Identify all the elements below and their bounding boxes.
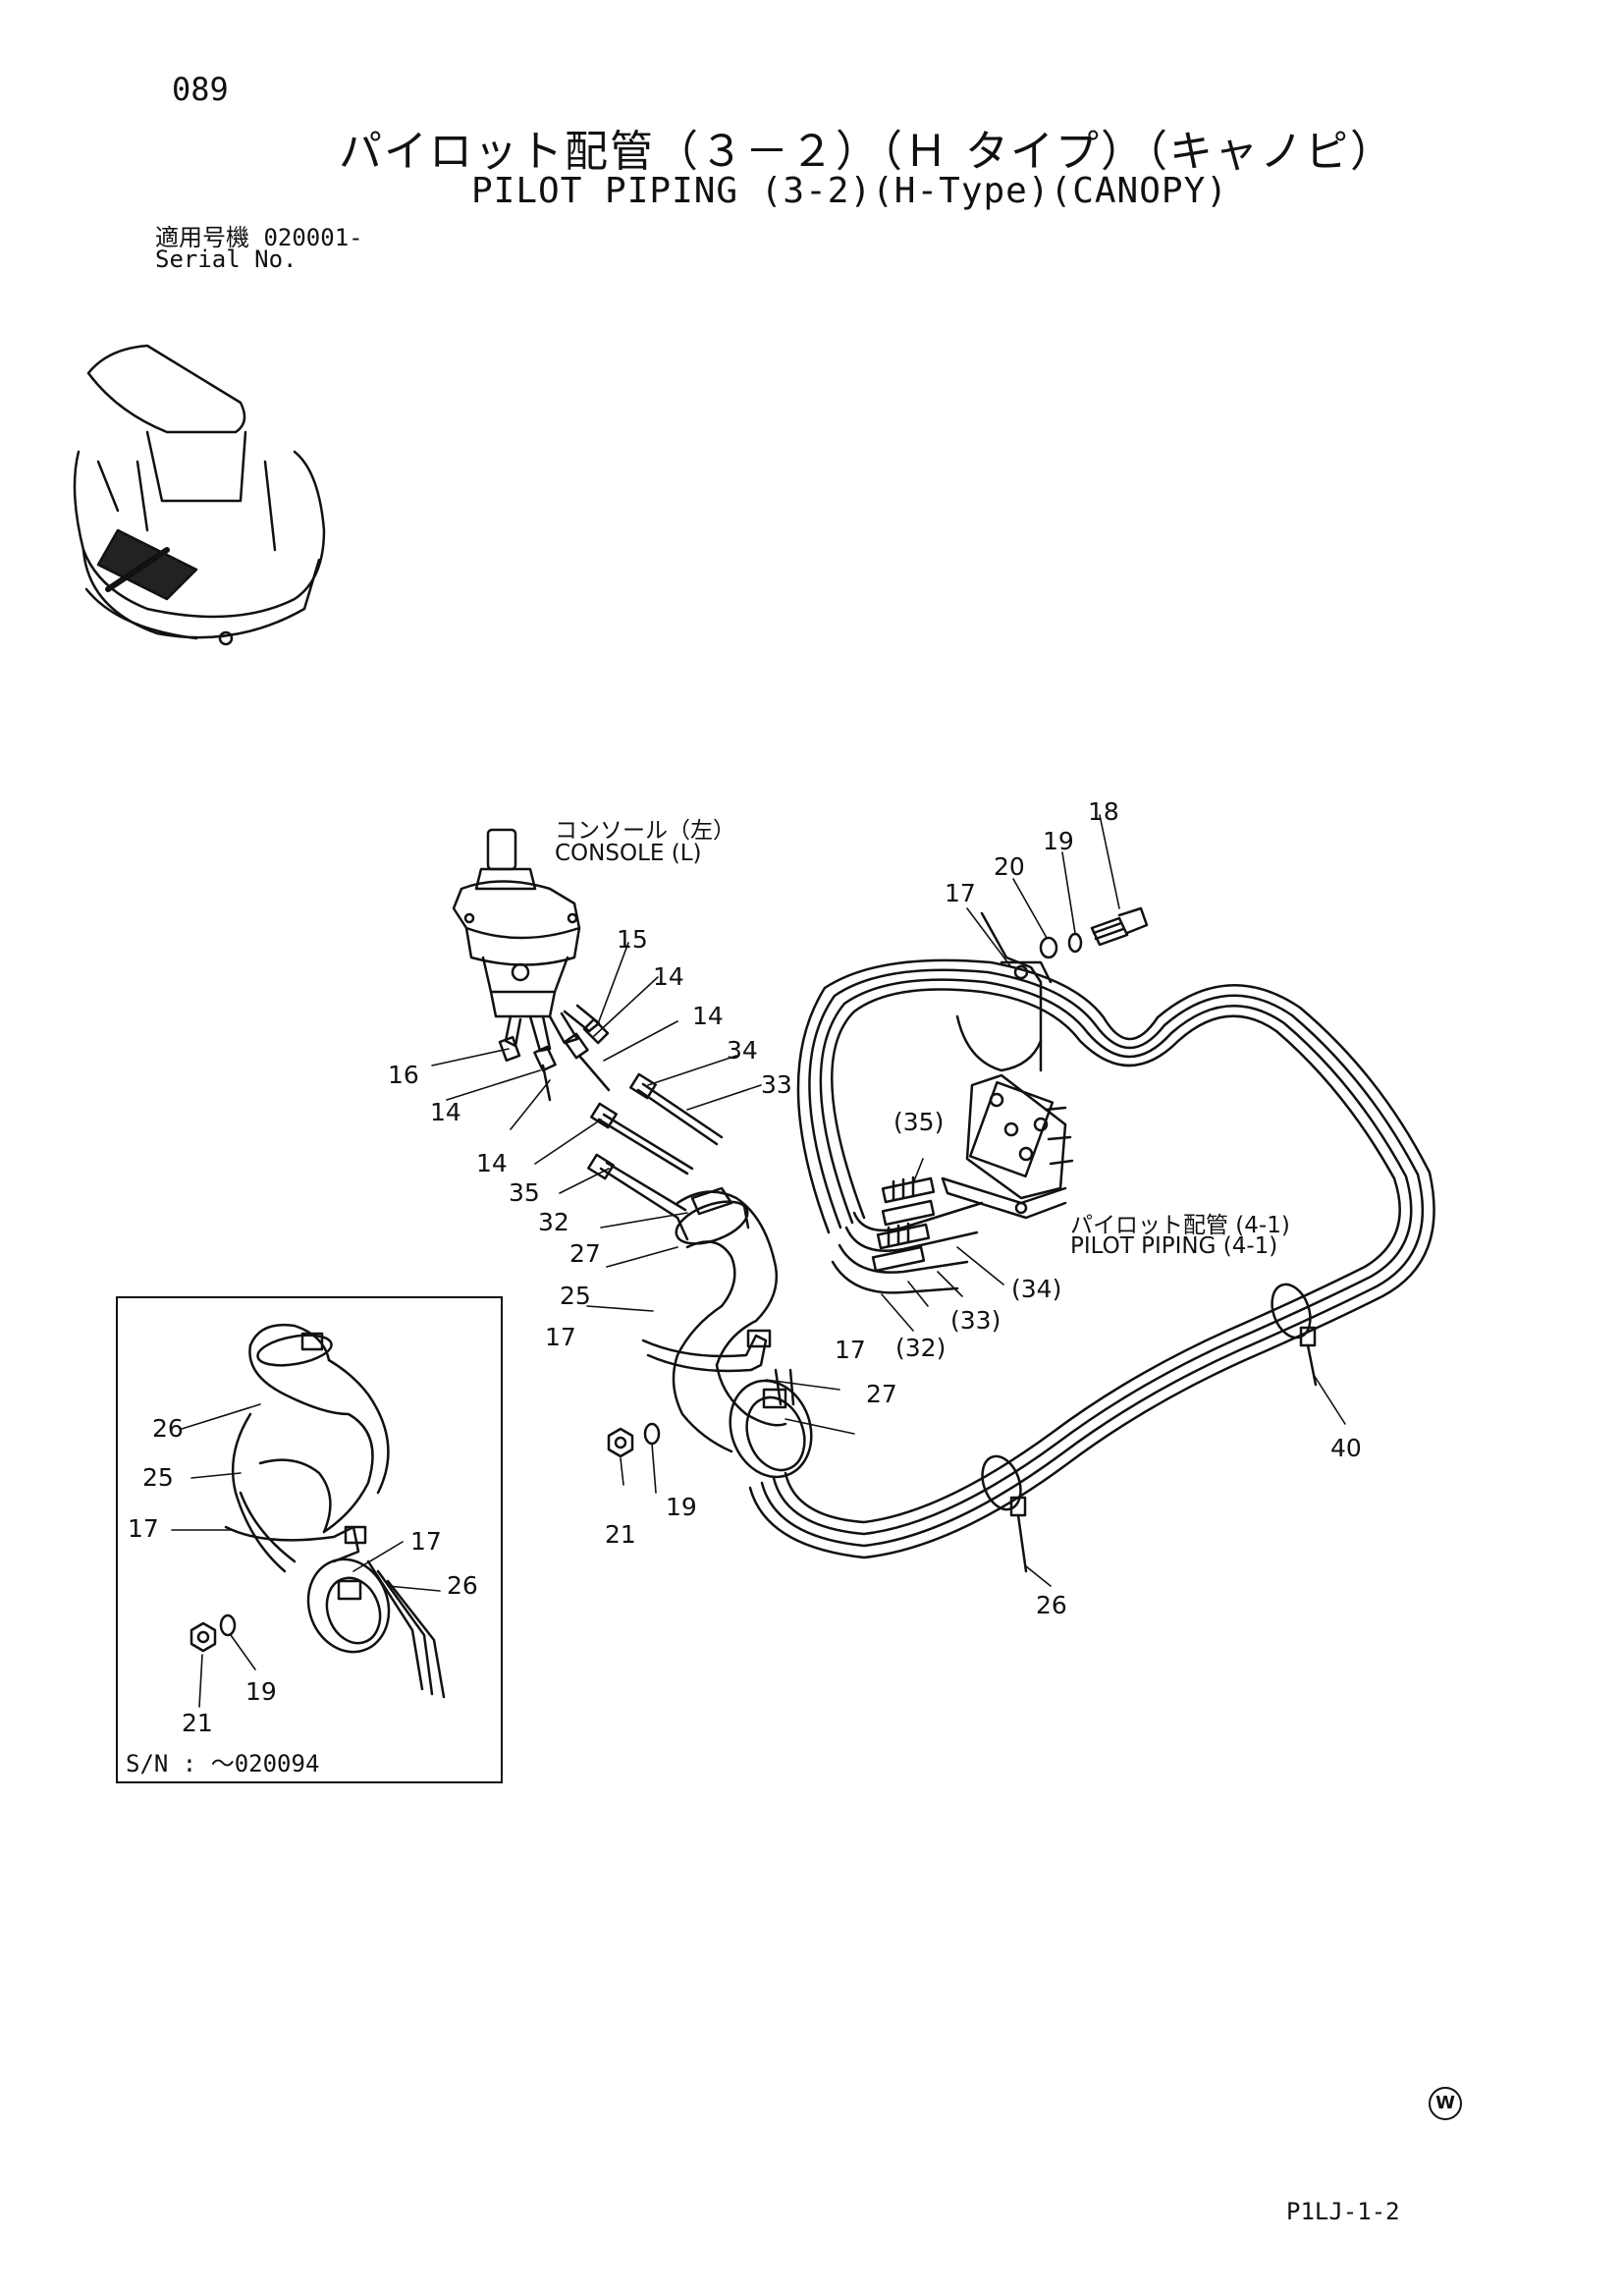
callout-17: 17 bbox=[945, 879, 976, 907]
callout-34: 34 bbox=[727, 1036, 758, 1065]
callout-19: 19 bbox=[1043, 827, 1074, 855]
callout-19: 19 bbox=[666, 1493, 697, 1521]
callout-35: 35 bbox=[509, 1178, 540, 1207]
pilot-piping-label-japanese: パイロット配管 (4-1) bbox=[1070, 1213, 1290, 1238]
inset-callout-26: 26 bbox=[447, 1571, 478, 1600]
callout-20: 20 bbox=[994, 852, 1025, 881]
callout-33: 33 bbox=[761, 1070, 792, 1099]
callout-33-ref: (33) bbox=[950, 1306, 1001, 1335]
pilot-valve-console bbox=[452, 828, 581, 1018]
leader-lines-main bbox=[431, 814, 1346, 1587]
inset-callout-21: 21 bbox=[182, 1709, 213, 1737]
inset-callout-17: 17 bbox=[128, 1514, 159, 1543]
tie-bands-main bbox=[981, 1283, 1318, 1573]
bracket-and-bolt bbox=[955, 906, 1149, 1072]
w-circle-mark: W bbox=[1429, 2087, 1462, 2120]
serial-label-english: Serial No. bbox=[155, 246, 298, 273]
canopy-location-thumbnail bbox=[73, 344, 326, 646]
callout-26: 26 bbox=[1036, 1591, 1067, 1619]
inset-callout-25: 25 bbox=[142, 1463, 174, 1492]
document-code: P1LJ-1-2 bbox=[1286, 2198, 1400, 2225]
pilot-piping-label-english: PILOT PIPING (4-1) bbox=[1070, 1233, 1278, 1259]
callout-14: 14 bbox=[653, 962, 684, 991]
callout-32-ref: (32) bbox=[895, 1334, 947, 1362]
callout-21: 21 bbox=[605, 1520, 636, 1549]
protective-sleeve-main bbox=[672, 1186, 787, 1453]
junction-block bbox=[941, 1073, 1074, 1220]
callout-40: 40 bbox=[1330, 1434, 1362, 1462]
inset-callout-17: 17 bbox=[410, 1527, 442, 1556]
inset-serial-range: S/N : ～020094 bbox=[126, 1750, 320, 1777]
clamp-and-bracket-main bbox=[607, 1329, 813, 1479]
page-number: 089 bbox=[172, 71, 229, 108]
inset-callout-19: 19 bbox=[245, 1677, 277, 1706]
callout-18: 18 bbox=[1088, 797, 1119, 826]
callout-34-ref: (34) bbox=[1011, 1275, 1062, 1303]
page-title-japanese: パイロット配管（３－２）（Ｈ タイプ）（キャノピ） bbox=[339, 127, 1395, 177]
inset-callout-26: 26 bbox=[152, 1414, 184, 1443]
pilot-hose-loop bbox=[748, 958, 1435, 1559]
inset-frame bbox=[116, 1296, 503, 1783]
page-title-english: PILOT PIPING (3-2)(H-Type)(CANOPY) bbox=[471, 171, 1228, 211]
callout-15: 15 bbox=[617, 925, 648, 954]
callout-25: 25 bbox=[560, 1282, 591, 1310]
callout-17: 17 bbox=[835, 1336, 866, 1364]
inset-detail-drawing bbox=[189, 1323, 446, 1699]
callout-32: 32 bbox=[538, 1208, 569, 1236]
valve-fittings bbox=[498, 1004, 611, 1102]
callout-35-ref: (35) bbox=[893, 1108, 945, 1136]
callout-27: 27 bbox=[866, 1380, 897, 1408]
console-label-english: CONSOLE (L) bbox=[555, 841, 702, 866]
serial-range-japanese: 適用号機 020001- bbox=[155, 224, 363, 251]
pilot-hose-ends bbox=[831, 1175, 984, 1294]
callout-16: 16 bbox=[388, 1061, 419, 1089]
hose-bundle-upper bbox=[587, 1072, 724, 1220]
callout-14: 14 bbox=[430, 1098, 461, 1126]
callout-14: 14 bbox=[476, 1149, 508, 1177]
leader-lines-inset bbox=[171, 1403, 441, 1708]
console-label-japanese: コンソール（左） bbox=[555, 818, 735, 844]
callout-17: 17 bbox=[545, 1323, 576, 1351]
callout-27: 27 bbox=[569, 1239, 601, 1268]
callout-14: 14 bbox=[692, 1002, 724, 1030]
